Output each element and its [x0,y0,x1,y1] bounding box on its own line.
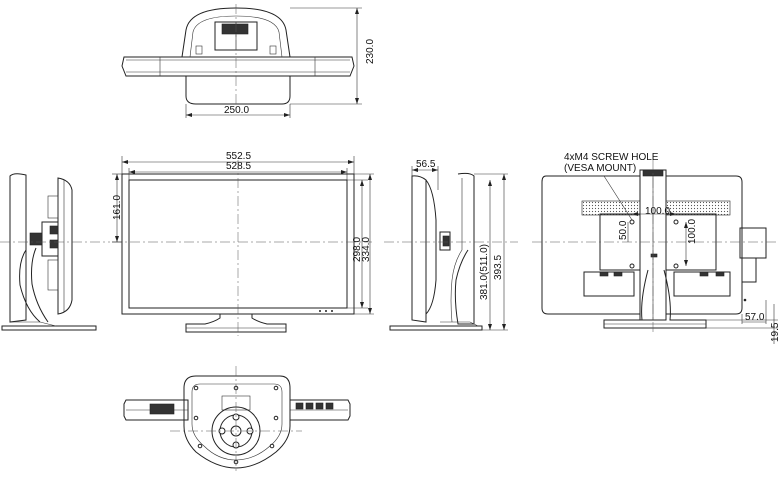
vesa-horizontal-dim-label: 100.0 [645,206,670,217]
side-depth-dim-label: 57.0 [745,312,765,323]
bezel-height-dim-label: 334.0 [361,237,372,262]
screw-note-line2: (VESA MOUNT) [564,163,636,174]
stand-width-dim-label: 250.0 [224,105,249,116]
front-view: 552.5 528.5 161.0 298.0 334.0 [112,151,374,336]
overall-height-dim-label: 393.5 [493,255,504,280]
screw-note-line1: 4xM4 SCREW HOLE [564,152,659,163]
inner-width-dim-label: 528.5 [226,161,251,172]
base-height-dim-label: 19.5 [770,322,780,342]
total-height-dim-label: 381.0(511.0) [479,244,490,300]
left-height-dim-label: 161.0 [112,195,123,220]
right-side-view: 56.5 381.0(511.0) 393.5 [384,159,518,331]
bottom-view [123,366,351,474]
stand-offset-dim-label: 56.5 [416,159,436,170]
screen-height-dim-label: 298.0 [352,237,363,262]
depth-dim-label: 230.0 [365,39,376,64]
top-view: 230.0 250.0 [121,4,376,118]
rear-view: 4xM4 SCREW HOLE (VESA MOUNT) 100.0 100.0… [532,152,780,344]
vesa-vertical-dim-label: 100.0 [687,219,698,244]
outer-width-dim-label: 552.5 [226,151,251,162]
vesa-offset-dim-label: 50.0 [618,220,629,240]
left-side-view [0,173,110,331]
